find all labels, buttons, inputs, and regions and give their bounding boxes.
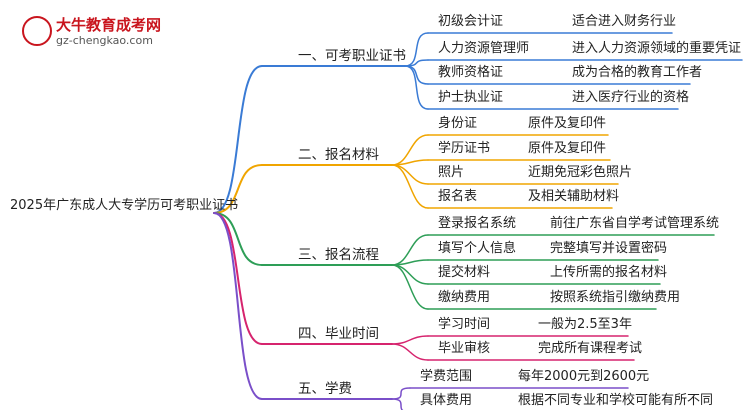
branch-label: 三、报名流程 — [298, 247, 379, 263]
branch-connector — [213, 212, 263, 400]
leaf-detail: 上传所需的报名材料 — [550, 265, 668, 280]
logo-title: 大牛教育成考网 — [56, 16, 162, 34]
branch-connector — [213, 164, 263, 214]
branch-label: 一、可考职业证书 — [298, 48, 406, 64]
branch-label: 二、报名材料 — [298, 147, 379, 163]
branch-label: 四、毕业时间 — [298, 326, 379, 342]
leaf-name: 报名表 — [438, 189, 478, 204]
leaf-connector — [391, 159, 429, 166]
leaf-name: 毕业审核 — [438, 341, 491, 356]
leaf-detail: 每年2000元到2600元 — [518, 369, 650, 384]
leaf-connector — [391, 164, 429, 185]
leaf-name: 具体费用 — [420, 393, 473, 408]
leaf-name: 学历证书 — [438, 141, 491, 156]
leaf-name: 人力资源管理师 — [438, 41, 530, 56]
leaf-detail: 进入医疗行业的资格 — [572, 90, 690, 105]
leaf-name: 身份证 — [438, 116, 478, 131]
leaf-name: 初级会计证 — [438, 14, 504, 29]
leaf-detail: 一般为2.5至3年 — [538, 317, 632, 332]
leaf-connector — [391, 259, 429, 266]
leaf-name: 照片 — [438, 165, 465, 180]
logo-mark-icon — [22, 16, 52, 46]
leaf-detail: 适合进入财务行业 — [572, 14, 677, 29]
site-logo: 大牛教育成考网 gz-chengkao.com — [22, 12, 212, 52]
leaf-connector — [391, 264, 429, 285]
leaf-name: 教师资格证 — [438, 65, 504, 80]
leaf-connector — [404, 65, 429, 110]
leaf-name: 提交材料 — [438, 265, 491, 280]
leaf-connector — [391, 398, 404, 410]
leaf-connector — [404, 65, 429, 85]
root-topic: 2025年广东成人大专学历可考职业证书 — [10, 198, 239, 213]
branch-connector — [213, 212, 263, 345]
leaf-connector — [391, 343, 429, 361]
leaf-detail: 前往广东省自学考试管理系统 — [550, 216, 720, 231]
leaf-detail: 成为合格的教育工作者 — [572, 65, 703, 80]
leaf-detail: 进入人力资源领域的重要凭证 — [572, 41, 742, 56]
leaf-name: 缴纳费用 — [438, 290, 491, 305]
leaf-detail: 近期免冠彩色照片 — [528, 165, 633, 180]
leaf-detail: 完成所有课程考试 — [538, 341, 643, 356]
leaf-name: 学习时间 — [438, 317, 491, 332]
leaf-detail: 及相关辅助材料 — [528, 189, 620, 204]
leaf-connector — [391, 387, 411, 400]
leaf-detail: 按照系统指引缴纳费用 — [550, 290, 681, 305]
leaf-detail: 根据不同专业和学校可能有所不同 — [518, 393, 714, 408]
leaf-name: 学费范围 — [420, 369, 473, 384]
branch-label: 五、学费 — [298, 381, 352, 397]
leaf-detail: 原件及复印件 — [528, 116, 607, 131]
leaf-connector — [391, 164, 429, 209]
logo-url: gz-chengkao.com — [56, 34, 153, 47]
leaf-detail: 原件及复印件 — [528, 141, 607, 156]
branch-connector — [213, 65, 263, 214]
branch-connector — [213, 212, 263, 266]
leaf-name: 护士执业证 — [438, 90, 504, 105]
leaf-connector — [391, 335, 429, 345]
leaf-name: 填写个人信息 — [438, 241, 517, 256]
leaf-detail: 完整填写并设置密码 — [550, 241, 668, 256]
leaf-connector — [404, 32, 429, 67]
leaf-connector — [391, 264, 429, 310]
leaf-name: 登录报名系统 — [438, 216, 517, 231]
